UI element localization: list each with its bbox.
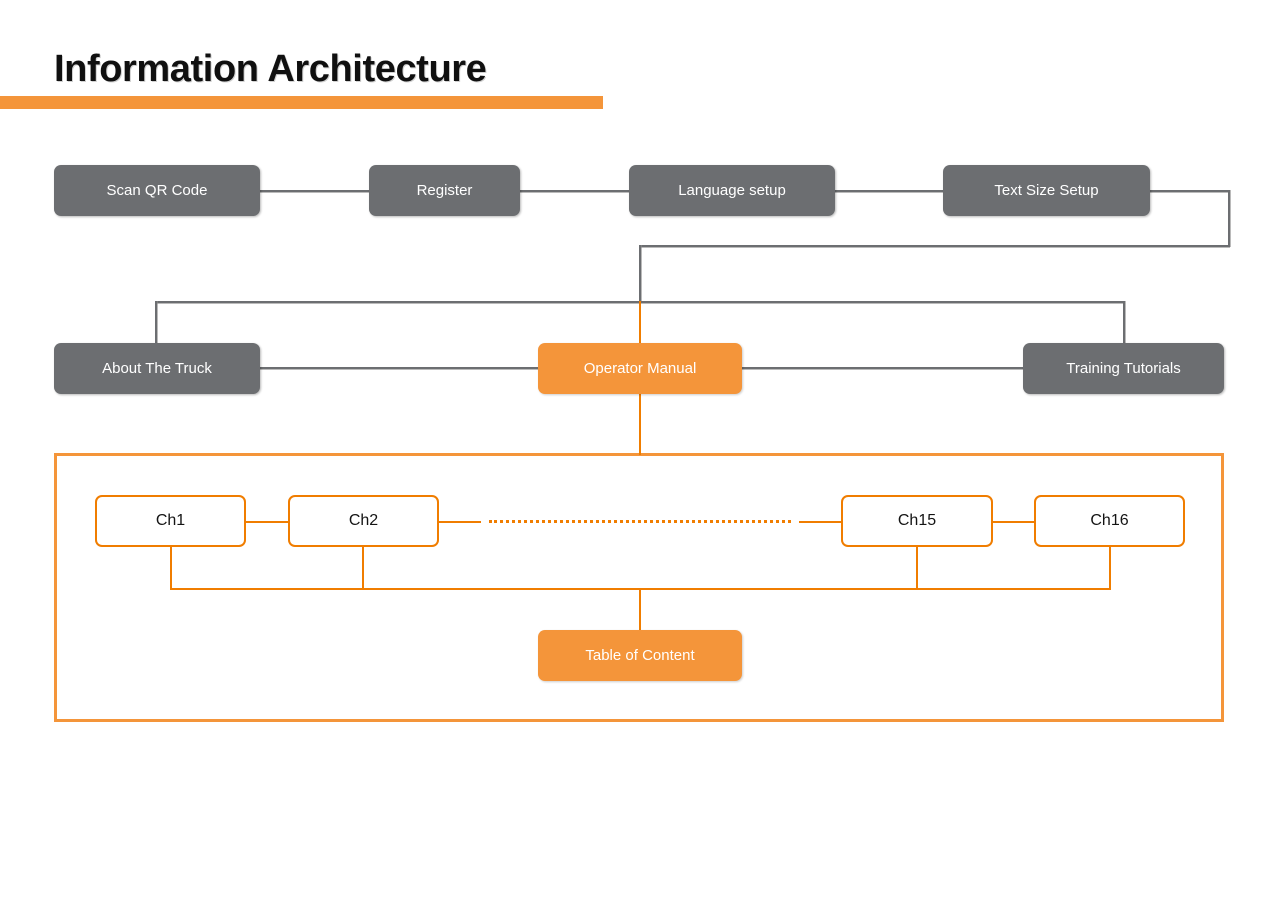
node-ch1[interactable]: Ch1 xyxy=(95,495,246,547)
node-about-the-truck[interactable]: About The Truck xyxy=(54,343,260,394)
node-label: Text Size Setup xyxy=(994,182,1099,199)
node-operator-manual[interactable]: Operator Manual xyxy=(538,343,742,394)
edge-about-truck-operator-manual xyxy=(260,367,539,369)
edge-bus-to-operator-manual xyxy=(639,301,641,345)
node-text-size-setup[interactable]: Text Size Setup xyxy=(943,165,1150,216)
node-label: Scan QR Code xyxy=(106,182,208,199)
node-label: Ch15 xyxy=(897,512,937,529)
edge-ch15-ch16 xyxy=(993,521,1035,523)
edge-ch1-ch2 xyxy=(246,521,288,523)
edge-bus-to-about-truck xyxy=(155,301,157,345)
edge-scanqr-register xyxy=(260,190,374,192)
edge-ch16-drop xyxy=(1109,547,1111,589)
edge-ch15-drop xyxy=(916,547,918,589)
edge-language-textsize xyxy=(834,190,944,192)
edge-ch1-drop xyxy=(170,547,172,589)
edge-chapters-ellipsis xyxy=(489,520,791,523)
title-accent-rule xyxy=(0,96,603,109)
node-scan-qr-code[interactable]: Scan QR Code xyxy=(54,165,260,216)
edge-textsize-right-run xyxy=(1149,190,1230,192)
page-title: Information Architecture xyxy=(54,48,487,90)
node-label: Register xyxy=(416,182,473,199)
edge-textsize-to-bus xyxy=(639,245,641,303)
edge-bus-to-table-of-content xyxy=(639,588,641,631)
edge-textsize-left-run xyxy=(639,245,1230,247)
edge-ch2-drop xyxy=(362,547,364,589)
edge-dotted-ch15-lead xyxy=(799,521,841,523)
node-label: Ch2 xyxy=(348,512,379,529)
node-label: Operator Manual xyxy=(583,360,697,377)
node-training-tutorials[interactable]: Training Tutorials xyxy=(1023,343,1224,394)
edge-operator-manual-training-tutorials xyxy=(742,367,1024,369)
node-register[interactable]: Register xyxy=(369,165,520,216)
node-label: About The Truck xyxy=(102,360,212,377)
node-label: Ch1 xyxy=(155,512,186,529)
edge-textsize-down-run xyxy=(1228,190,1230,247)
node-label: Table of Content xyxy=(585,647,695,664)
edge-operator-manual-to-chapter-panel xyxy=(639,393,641,455)
node-ch16[interactable]: Ch16 xyxy=(1034,495,1185,547)
node-ch2[interactable]: Ch2 xyxy=(288,495,439,547)
edge-register-language xyxy=(520,190,630,192)
node-label: Ch16 xyxy=(1090,512,1129,529)
node-language-setup[interactable]: Language setup xyxy=(629,165,835,216)
node-label: Training Tutorials xyxy=(1066,360,1181,377)
edge-bus-to-training-tutorials xyxy=(1123,301,1125,345)
node-label: Language setup xyxy=(678,182,786,199)
edge-ch2-dotted-lead xyxy=(439,521,481,523)
node-table-of-content[interactable]: Table of Content xyxy=(538,630,742,681)
node-ch15[interactable]: Ch15 xyxy=(841,495,993,547)
